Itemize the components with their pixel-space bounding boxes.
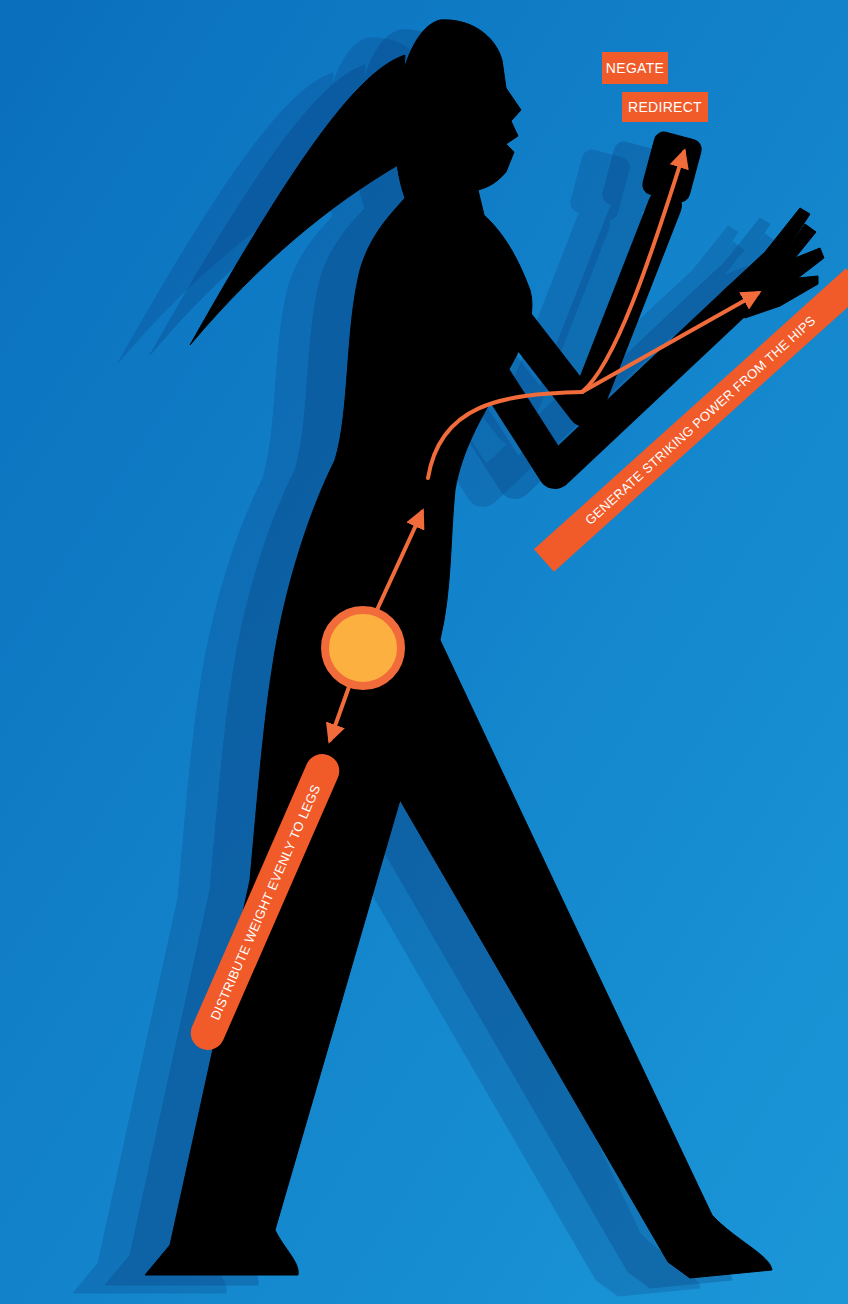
hip-center xyxy=(325,610,401,686)
callout-box: REDIRECT xyxy=(622,92,708,122)
power-arrow xyxy=(582,152,684,392)
callout-text: NEGATE xyxy=(606,60,664,76)
callout-text: DISTRIBUTE WEIGHT EVENLY TO LEGS xyxy=(207,782,323,1022)
power-line xyxy=(428,392,582,478)
callout-box: NEGATE xyxy=(602,52,668,84)
callout-text: GENERATE STRIKING POWER FROM THE HIPS xyxy=(582,313,818,528)
callout-pill: DISTRIBUTE WEIGHT EVENLY TO LEGS xyxy=(185,749,344,1056)
figure xyxy=(145,20,824,1278)
callout-text: REDIRECT xyxy=(628,99,702,115)
callout-band: GENERATE STRIKING POWER FROM THE HIPS xyxy=(534,268,848,571)
hip-arrow xyxy=(376,512,422,612)
hip-arrow xyxy=(330,684,350,740)
